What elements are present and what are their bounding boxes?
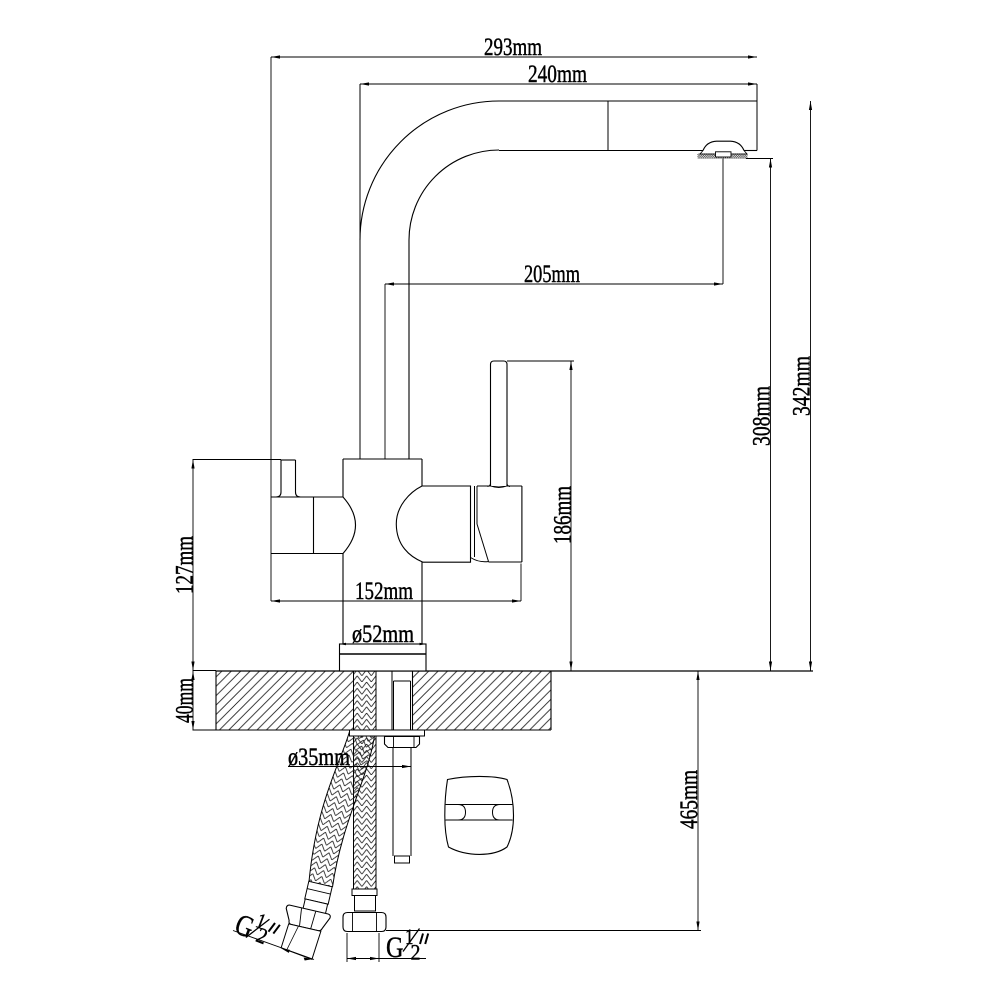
svg-text:ø35mm: ø35mm	[288, 744, 350, 771]
svg-text:186mm: 186mm	[550, 486, 577, 544]
svg-text:2: 2	[411, 940, 421, 965]
svg-text:465mm: 465mm	[676, 770, 703, 829]
svg-text:293mm: 293mm	[484, 34, 542, 61]
svg-text:308mm: 308mm	[749, 386, 776, 446]
svg-text:240mm: 240mm	[528, 61, 587, 88]
svg-text:152mm: 152mm	[355, 578, 413, 605]
svg-text:342mm: 342mm	[789, 356, 816, 416]
svg-text:127mm: 127mm	[172, 536, 199, 594]
svg-text:ø52mm: ø52mm	[352, 621, 414, 648]
svg-text:1: 1	[405, 924, 414, 949]
svg-text:40mm: 40mm	[172, 678, 199, 723]
svg-text:G: G	[386, 931, 404, 964]
svg-text:205mm: 205mm	[524, 261, 580, 288]
